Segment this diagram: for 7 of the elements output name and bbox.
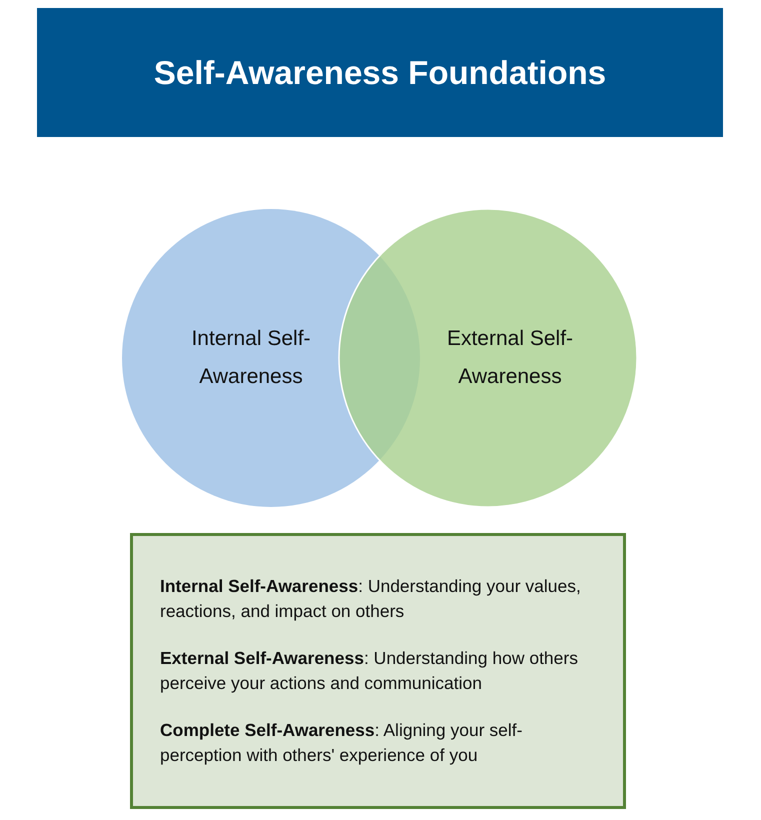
circle-label: Internal Self-Awareness <box>190 326 312 390</box>
definition-text: Complete Self-Awareness: Aligning your self-perception with others' experience of you <box>160 719 524 767</box>
circle-label: External Self-Awareness <box>446 326 574 390</box>
definition-text: Internal Self-Awareness: Understanding your values, reactions, and impact on others <box>160 575 582 623</box>
definition-panel <box>130 533 626 809</box>
title-banner: Self-Awareness Foundations <box>37 8 723 137</box>
definition-text: External Self-Awareness: Understanding how others perceive your actions and communication <box>160 647 579 695</box>
